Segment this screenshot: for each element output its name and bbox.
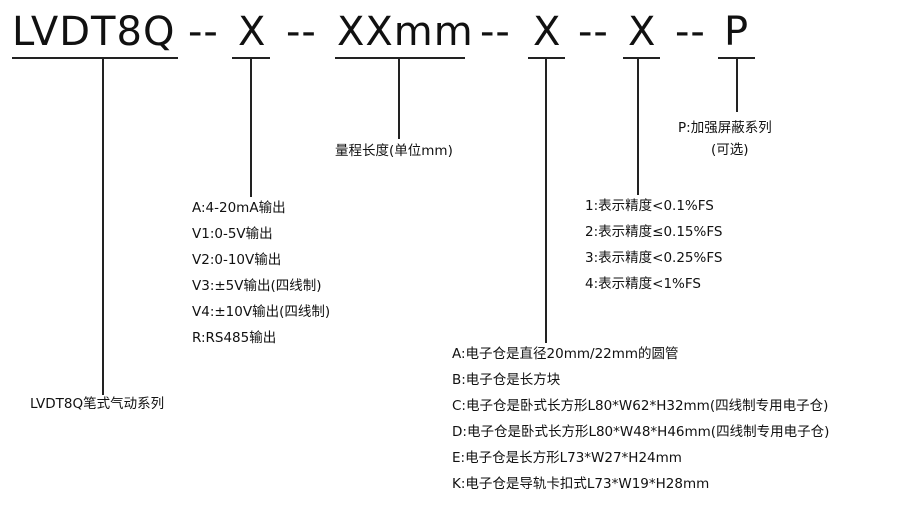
housing-options: A:电子仓是直径20mm/22mm的圆管 B:电子仓是长方块 C:电子仓是卧式长… (452, 345, 829, 501)
underline (12, 57, 178, 59)
code-series: LVDT8Q (12, 9, 176, 55)
connector-line (736, 57, 754, 59)
output-option: V3:±5V输出(四线制) (192, 278, 322, 294)
code-separator: -- (480, 9, 511, 55)
connector-line (398, 57, 400, 139)
accuracy-option: 2:表示精度≤0.15%FS (585, 224, 723, 240)
code-separator: -- (188, 9, 219, 55)
code-separator: -- (675, 9, 706, 55)
accuracy-options: 1:表示精度<0.1%FS 2:表示精度≤0.15%FS 3:表示精度<0.25… (585, 197, 722, 301)
output-option: V2:0-10V输出 (192, 252, 282, 268)
output-options: A:4-20mA输出 V1:0-5V输出 V2:0-10V输出 V3:±5V输出… (192, 199, 330, 355)
underline (623, 57, 660, 59)
output-option: R:RS485输出 (192, 330, 277, 346)
shield-option-note: (可选) (711, 142, 749, 158)
output-option: V1:0-5V输出 (192, 226, 273, 242)
housing-option: K:电子仓是导轨卡扣式L73*W19*H28mm (452, 476, 710, 492)
accuracy-option: 4:表示精度<1%FS (585, 276, 701, 292)
underline (528, 57, 565, 59)
code-separator: -- (578, 9, 609, 55)
housing-option: B:电子仓是长方块 (452, 372, 561, 388)
output-option: V4:±10V输出(四线制) (192, 304, 331, 320)
code-shield: P (724, 9, 750, 55)
code-output: X (238, 9, 267, 55)
housing-option: D:电子仓是卧式长方形L80*W48*H46mm(四线制专用电子仓) (452, 424, 830, 440)
code-range: XXmm (337, 9, 474, 55)
connector-line (545, 57, 547, 343)
series-label: LVDT8Q笔式气动系列 (30, 396, 165, 412)
accuracy-option: 3:表示精度<0.25%FS (585, 250, 723, 266)
connector-line (102, 57, 104, 395)
output-option: A:4-20mA输出 (192, 200, 286, 216)
code-housing: X (533, 9, 562, 55)
connector-line (736, 57, 738, 112)
underline (335, 57, 465, 59)
connector-line (250, 57, 252, 197)
housing-option: A:电子仓是直径20mm/22mm的圆管 (452, 346, 679, 362)
housing-option: E:电子仓是长方形L73*W27*H24mm (452, 450, 682, 466)
code-separator: -- (286, 9, 317, 55)
connector-line (637, 57, 639, 195)
code-accuracy: X (628, 9, 657, 55)
range-label: 量程长度(单位mm) (335, 143, 453, 159)
housing-option: C:电子仓是卧式长方形L80*W62*H32mm(四线制专用电子仓) (452, 398, 829, 414)
accuracy-option: 1:表示精度<0.1%FS (585, 198, 714, 214)
shield-option-label: P:加强屏蔽系列 (678, 120, 772, 136)
